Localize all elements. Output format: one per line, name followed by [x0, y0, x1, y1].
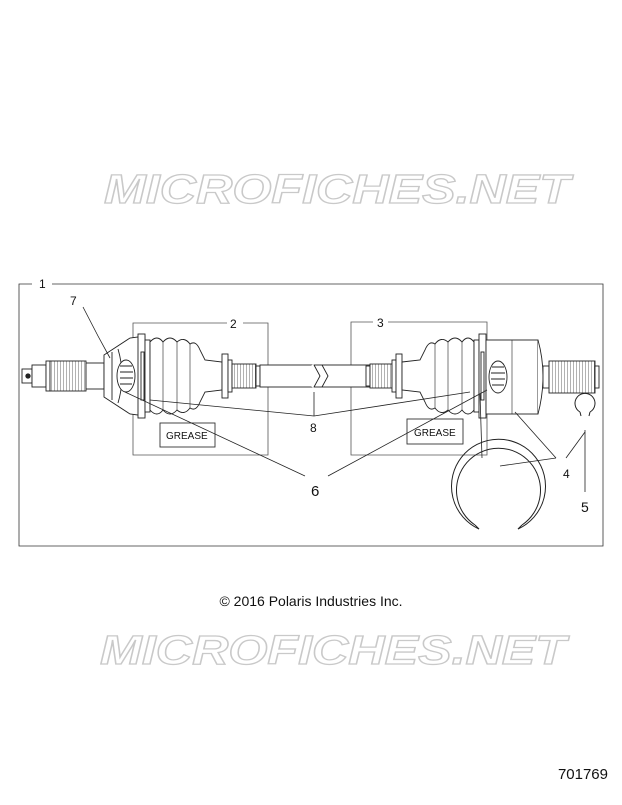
diagram-part-number: 701769 [557, 766, 608, 783]
center-shaft [259, 364, 371, 388]
grease-label-left: GREASE [166, 431, 208, 442]
left-inner-clamp [221, 353, 261, 399]
callout-5: 5 [581, 499, 589, 515]
watermark-bottom: MICROFICHES.NET [100, 627, 570, 673]
grease-box-right: GREASE [406, 418, 464, 445]
callout-3: 3 [377, 316, 384, 330]
subassembly-box-3 [350, 321, 488, 456]
left-boot [149, 337, 223, 415]
drive-shaft [21, 333, 600, 419]
callout-2: 2 [230, 317, 237, 331]
callout-7: 7 [70, 294, 77, 308]
leader-lines [82, 306, 586, 492]
grease-label-right: GREASE [414, 428, 456, 439]
left-outer-clamp [137, 333, 151, 419]
left-stub-shaft [21, 360, 105, 392]
subassembly-box-2 [132, 322, 269, 456]
right-stub-shaft [542, 360, 600, 394]
snap-ring-part [451, 438, 546, 530]
assembly-frame [18, 283, 604, 547]
callout-4: 4 [563, 467, 570, 481]
left-cv-housing [103, 335, 146, 417]
circlip-part [574, 392, 596, 417]
callout-6: 6 [311, 483, 319, 500]
callout-1: 1 [39, 277, 46, 291]
watermark-top: MICROFICHES.NET [104, 166, 574, 212]
copyright-notice: © 2016 Polaris Industries Inc. [219, 593, 403, 609]
callout-8: 8 [310, 421, 317, 435]
grease-box-left: GREASE [159, 422, 216, 448]
right-inner-clamp [365, 353, 403, 399]
right-cv-housing [485, 339, 544, 415]
